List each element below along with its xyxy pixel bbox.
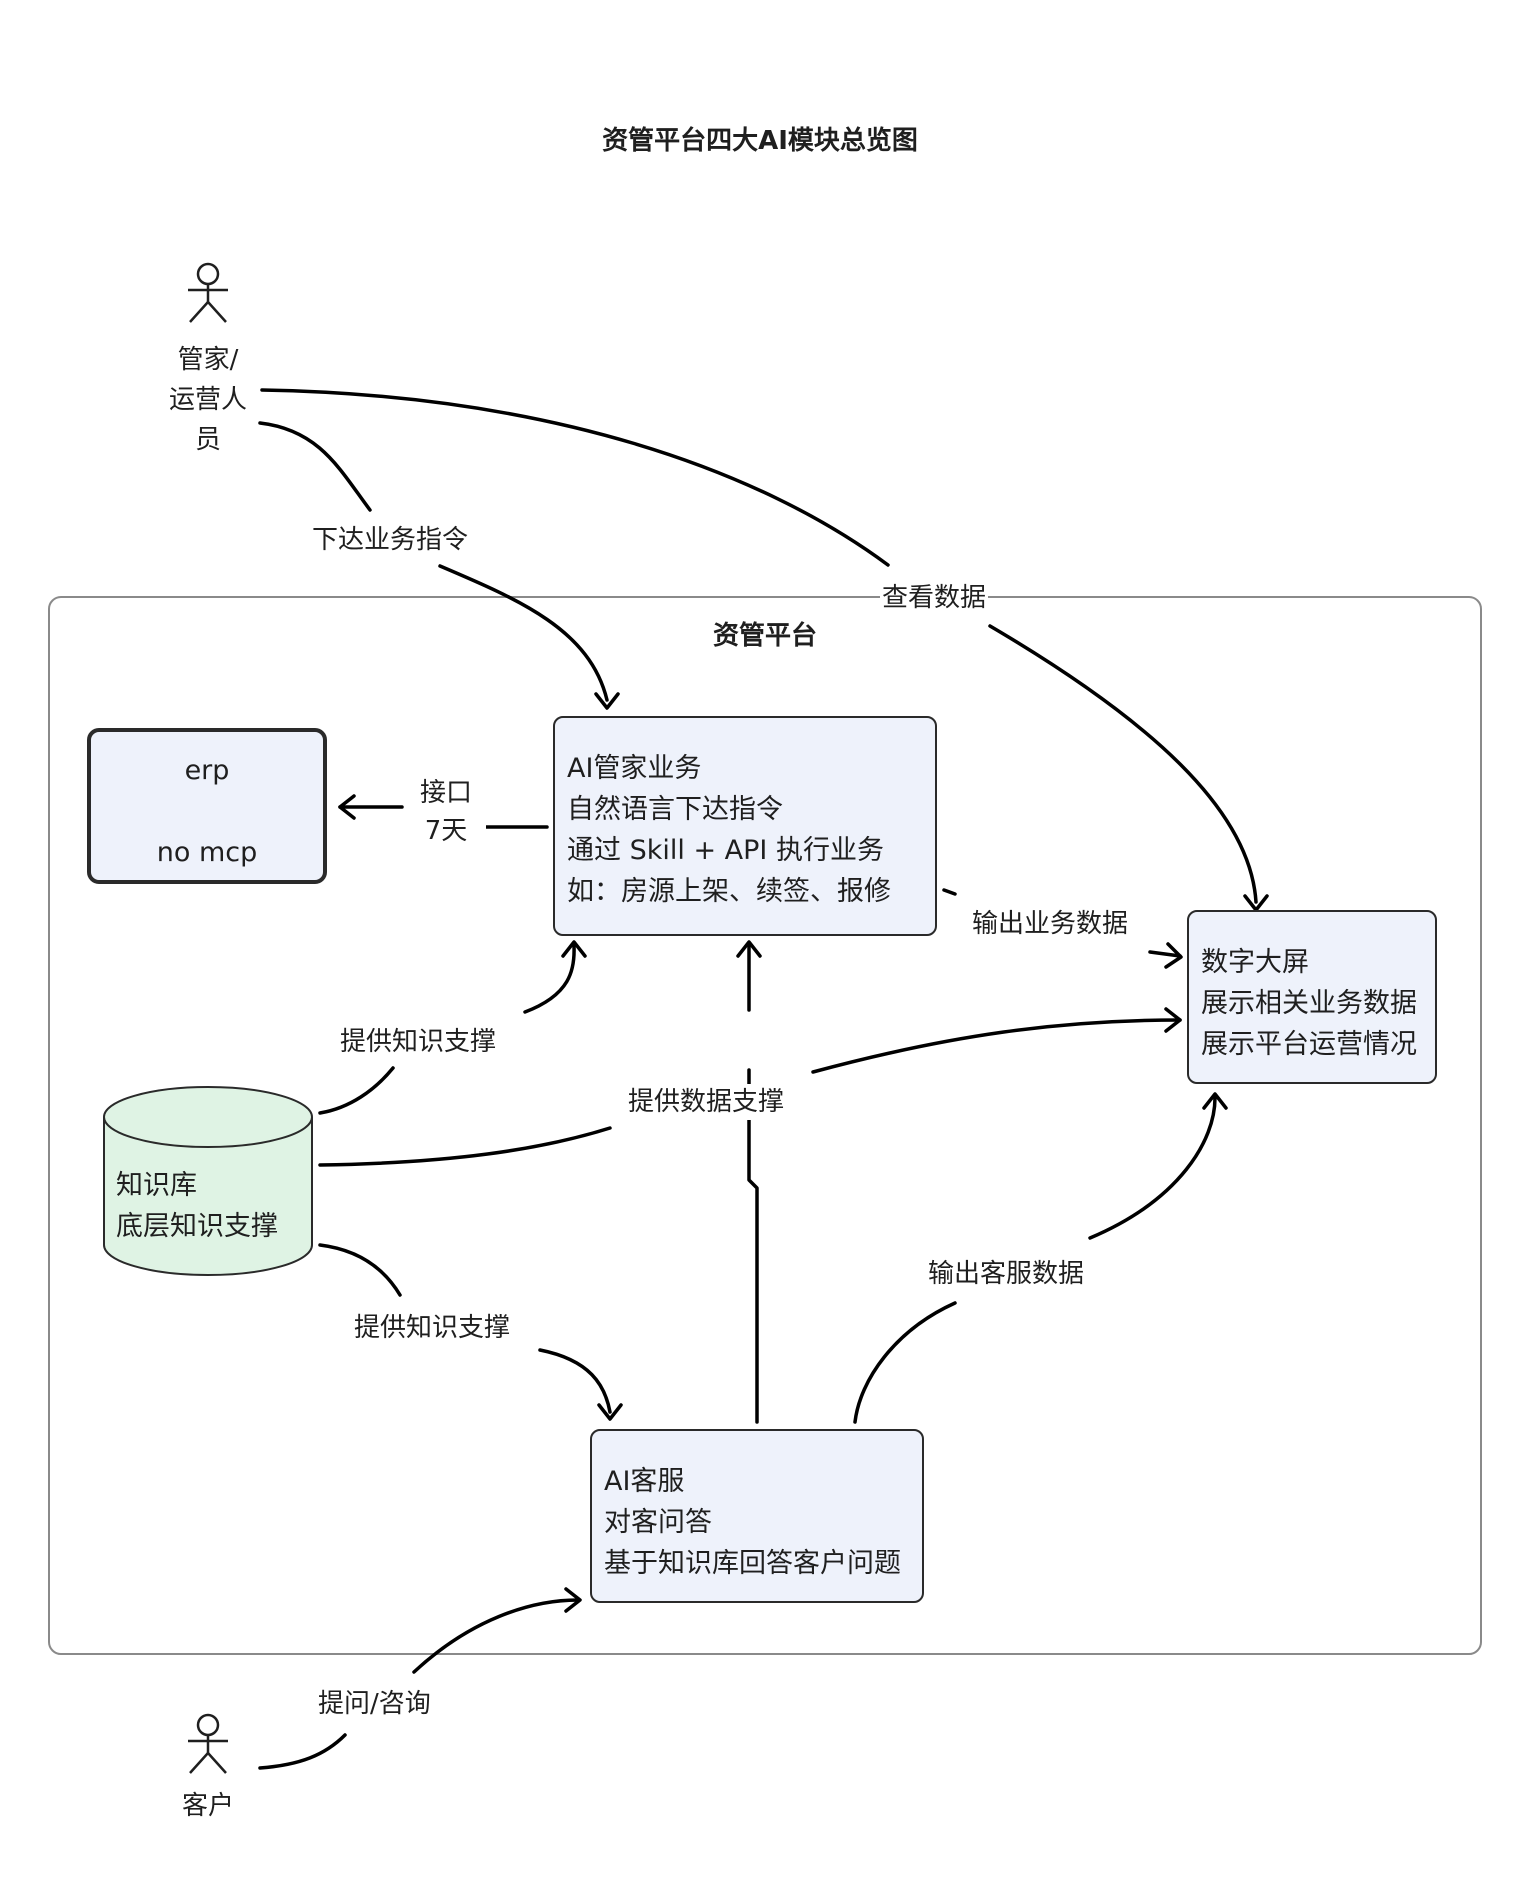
- edge-output-cs: [853, 1096, 1217, 1424]
- knowledge-base-line: 底层知识支撑: [116, 1211, 278, 1242]
- knowledge-base-cylinder: [103, 1086, 313, 1276]
- customer-actor-icon: [188, 1713, 228, 1774]
- platform-group-title: 资管平台: [712, 621, 817, 651]
- edge-issue-command: [258, 421, 609, 702]
- knowledge-base-title: 知识库: [116, 1170, 197, 1201]
- diagram-title: 资管平台四大AI模块总览图: [602, 126, 918, 156]
- edge-label-knowledge-to-cs: 提供知识支撑: [352, 1310, 513, 1346]
- edge-output-cs-arrowhead: [1202, 1092, 1228, 1110]
- edge-interface: [338, 805, 549, 829]
- ai-cs-line: 对客问答: [604, 1507, 712, 1538]
- edge-interface-arrowhead: [338, 794, 356, 820]
- edge-knowledge-to-cs-arrowhead: [597, 1403, 623, 1421]
- edge-knowledge-to-butler-arrowhead: [561, 940, 587, 958]
- edge-ask-arrowhead: [564, 1587, 582, 1613]
- ai-cs-title: AI客服: [604, 1466, 685, 1497]
- edge-label-output-business: 输出业务数据: [970, 906, 1131, 942]
- erp-node[interactable]: erp no mcp: [87, 728, 327, 884]
- edge-data-support: [318, 1018, 1182, 1167]
- digital-screen-line: 展示相关业务数据: [1201, 988, 1417, 1019]
- knowledge-base-node[interactable]: 知识库 底层知识支撑: [116, 1165, 278, 1247]
- ai-butler-line: 通过 Skill + API 执行业务: [567, 835, 884, 866]
- edge-knowledge-to-butler: [318, 944, 576, 1115]
- ai-butler-node[interactable]: AI管家业务 自然语言下达指令 通过 Skill + API 执行业务 如：房源…: [553, 716, 937, 936]
- erp-node-name: erp: [184, 755, 230, 786]
- edge-label-ask: 提问/咨询: [316, 1686, 433, 1722]
- edge-cs-to-butler: [747, 942, 759, 1424]
- digital-screen-line: 展示平台运营情况: [1201, 1029, 1417, 1060]
- edge-label-knowledge-to-butler: 提供知识支撑: [338, 1024, 499, 1060]
- edge-label-issue-command: 下达业务指令: [310, 522, 471, 558]
- edge-knowledge-to-cs: [318, 1243, 612, 1414]
- erp-node-note: no mcp: [156, 837, 258, 868]
- customer-label: 客户: [181, 1791, 234, 1821]
- ai-cs-line: 基于知识库回答客户问题: [604, 1548, 901, 1579]
- edge-label-view-data: 查看数据: [880, 580, 989, 616]
- manager-label: 管家/ 运营人 员: [168, 345, 247, 455]
- ai-cs-node[interactable]: AI客服 对客问答 基于知识库回答客户问题: [590, 1429, 924, 1603]
- edge-label-output-cs: 输出客服数据: [926, 1256, 1087, 1292]
- ai-butler-line: 自然语言下达指令: [567, 794, 783, 825]
- ai-butler-title: AI管家业务: [567, 753, 702, 784]
- digital-screen-node[interactable]: 数字大屏 展示相关业务数据 展示平台运营情况: [1187, 910, 1437, 1084]
- platform-group: [48, 596, 1482, 1655]
- edge-data-support-arrowhead: [1164, 1007, 1182, 1033]
- digital-screen-title: 数字大屏: [1201, 947, 1309, 978]
- edge-output-business: [942, 888, 1182, 958]
- edge-issue-command-arrowhead: [594, 692, 620, 710]
- edge-view-data: [260, 388, 1258, 904]
- edge-cs-to-butler-arrowhead: [736, 940, 762, 958]
- edge-output-business-arrowhead: [1164, 942, 1183, 969]
- manager-actor-icon: [188, 262, 228, 323]
- edge-label-interface: 接口 7天: [406, 774, 486, 850]
- ai-butler-line: 如：房源上架、续签、报修: [567, 876, 891, 907]
- edge-ask: [258, 1598, 580, 1770]
- edge-label-data-support: 提供数据支撑: [626, 1084, 787, 1120]
